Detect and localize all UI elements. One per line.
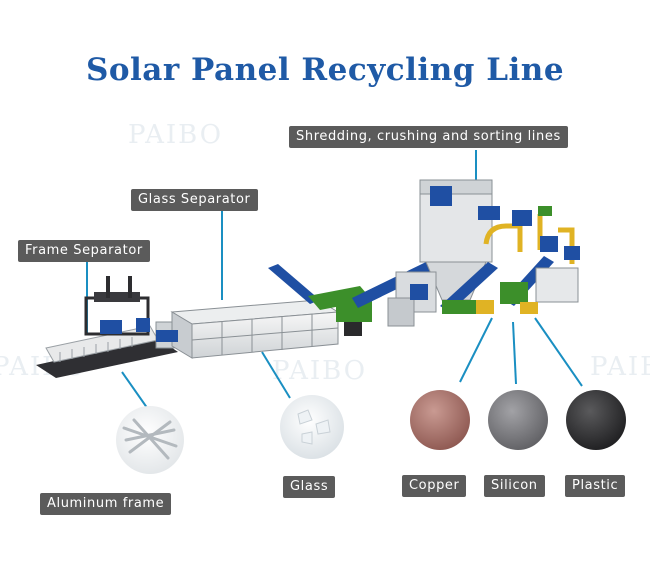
plastic-sample: [566, 390, 626, 450]
glass-sample: [280, 395, 344, 459]
copper-leader: [459, 317, 493, 383]
watermark-text: PAIBO: [590, 352, 650, 382]
glass-label: Glass: [283, 476, 336, 498]
silicon-sample: [488, 390, 548, 450]
aluminum-frame-leader: [121, 371, 151, 413]
glass-separator-label: Glass Separator: [131, 189, 258, 211]
watermark-text: PAIBO: [128, 120, 224, 150]
watermark-text: PAIBO: [272, 356, 368, 386]
plastic-label: Plastic: [565, 475, 626, 497]
shredding-line-label: Shredding, crushing and sorting lines: [289, 126, 568, 148]
glass-leader: [261, 351, 291, 399]
glass-separator-machine: [156, 299, 340, 359]
plastic-leader: [534, 317, 583, 387]
feed-conveyor: [268, 262, 432, 336]
copper-label: Copper: [402, 475, 467, 497]
aluminum-frame-sample: [116, 406, 184, 474]
silicon-label: Silicon: [484, 475, 545, 497]
frame-separator-label: Frame Separator: [18, 240, 150, 262]
aluminum-frame-label: Aluminum frame: [40, 493, 172, 515]
page-title: Solar Panel Recycling Line: [85, 52, 565, 88]
shredding-sorting-line: [387, 179, 580, 327]
silicon-leader: [512, 321, 517, 385]
frame-separator-machine: [36, 276, 178, 378]
copper-sample: [410, 390, 470, 450]
leader-lines: [86, 150, 583, 413]
